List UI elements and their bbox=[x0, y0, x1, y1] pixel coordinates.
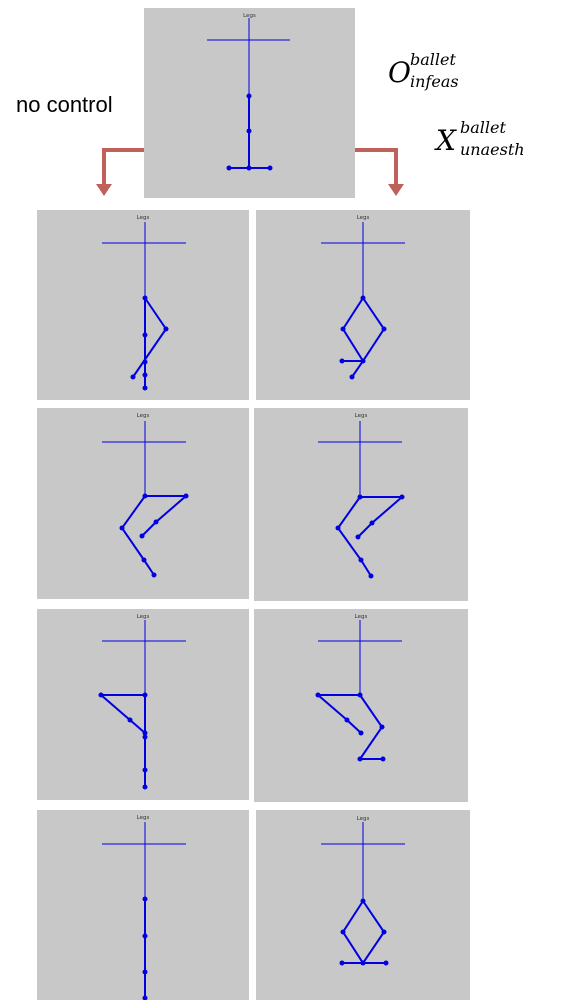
x-sub: unaesth bbox=[460, 140, 525, 159]
x-sup: ballet bbox=[460, 118, 506, 137]
stick-figure-panel-r4-left: Legs bbox=[37, 810, 249, 1000]
stick-figure-panel-r3-left: Legs bbox=[37, 609, 249, 800]
stick-figure bbox=[256, 810, 470, 1000]
stick-figure bbox=[37, 810, 249, 1000]
stick-figure bbox=[254, 609, 468, 802]
stick-figure-panel-r2-right: Legs bbox=[254, 408, 468, 601]
stick-figure bbox=[144, 8, 355, 198]
stick-figure-panel-r1-right: Legs bbox=[256, 210, 470, 400]
stick-figure-panel-top: Legs bbox=[144, 8, 355, 198]
x-ballet-unaesth-label: X ballet unaesth bbox=[436, 112, 562, 166]
stick-figure bbox=[37, 210, 249, 400]
stick-figure-panel-r1-left: Legs bbox=[37, 210, 249, 400]
o-sub: infeas bbox=[410, 72, 459, 91]
stick-figure bbox=[254, 408, 468, 601]
no-control-label: no control bbox=[16, 92, 113, 118]
right-arrow bbox=[355, 150, 404, 196]
stick-figure bbox=[37, 408, 249, 599]
o-ballet-infeas-label: O ballet infeas bbox=[388, 48, 508, 98]
left-arrow bbox=[96, 150, 145, 196]
stick-figure-panel-r3-right: Legs bbox=[254, 609, 468, 802]
stick-figure-panel-r2-left: Legs bbox=[37, 408, 249, 599]
o-base: O bbox=[388, 56, 411, 89]
o-sup: ballet bbox=[410, 50, 456, 69]
stick-figure-panel-r4-right: Legs bbox=[256, 810, 470, 1000]
stick-figure bbox=[256, 210, 470, 400]
x-base: X bbox=[436, 124, 456, 157]
stick-figure bbox=[37, 609, 249, 800]
